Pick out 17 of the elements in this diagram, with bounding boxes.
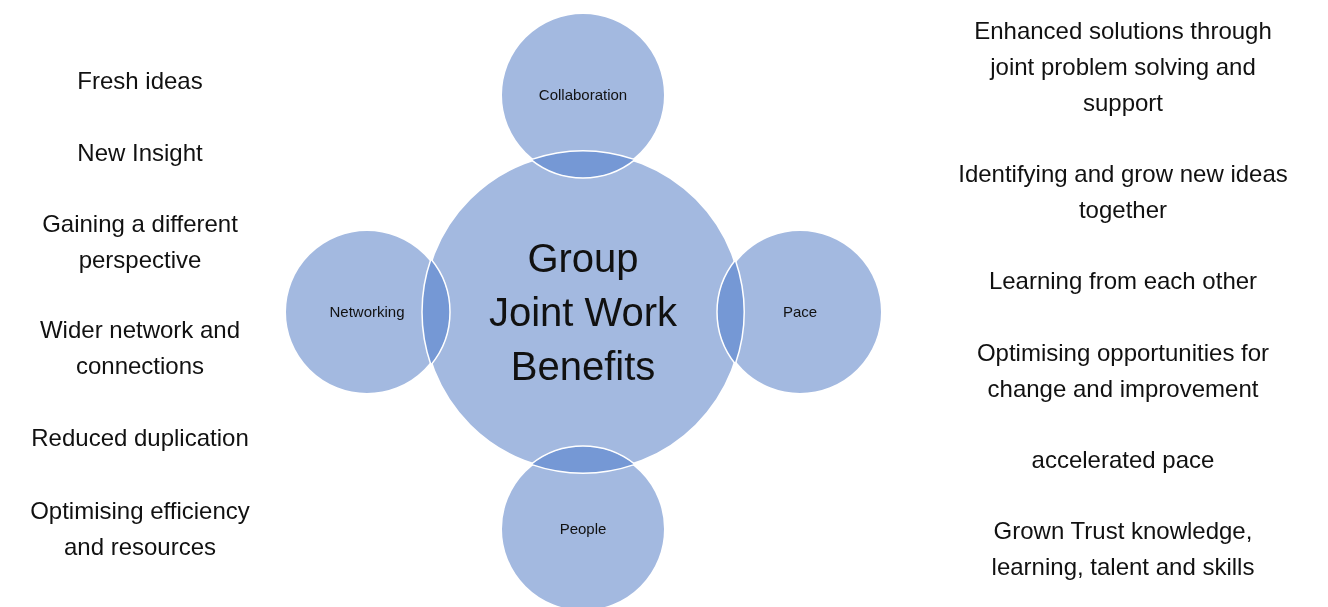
benefit-text: New Insight (76, 138, 204, 168)
benefit-text: Fresh ideas (76, 66, 204, 96)
benefit-text: Grown Trust knowledge, learning, talent and skills (990, 516, 1256, 582)
benefit-text: accelerated pace (1030, 445, 1216, 475)
benefit-text: Learning from each other (987, 266, 1259, 296)
benefit-text: Wider network and connections (38, 315, 242, 381)
benefit-text: Enhanced solutions through joint problem solving and support (973, 16, 1273, 118)
title-text: Group Joint Work Benefits (487, 235, 679, 390)
circle-label: People (558, 518, 608, 539)
benefit-text: Optimising efficiency and resources (29, 496, 251, 562)
circle-label: Pace (781, 301, 819, 322)
benefit-text: Optimising opportunities for change and improvement (975, 338, 1271, 404)
circle-label: Networking (328, 301, 406, 322)
benefit-text: Identifying and grow new ideas together (957, 159, 1289, 225)
benefit-text: Gaining a different perspective (41, 209, 239, 275)
circle-label: Collaboration (537, 84, 629, 105)
benefit-text: Reduced duplication (30, 423, 250, 453)
